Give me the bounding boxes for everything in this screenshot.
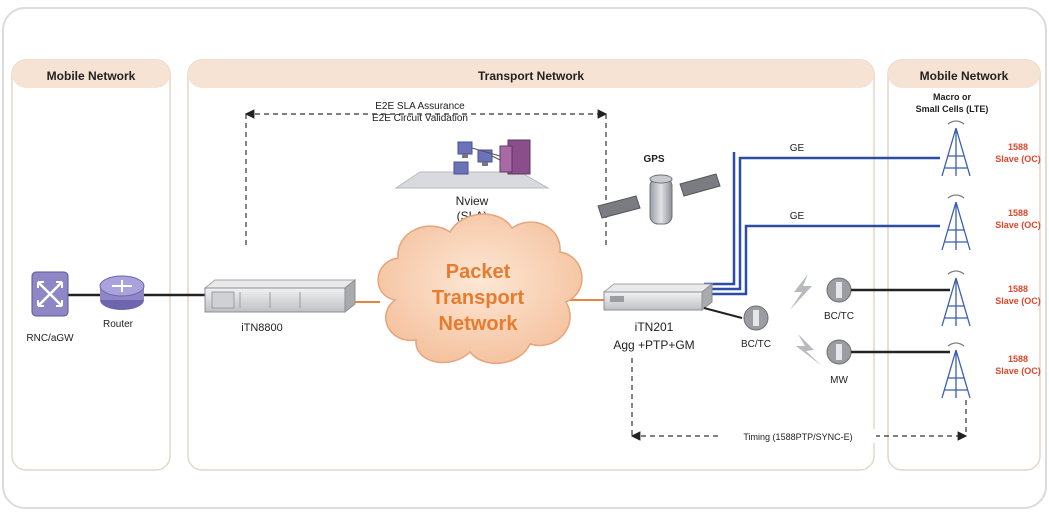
nview-label-line1: Nview [456, 194, 489, 208]
sla-label-line2: E2E Circuit Validation [372, 113, 468, 124]
cell-tower-4-icon [941, 342, 971, 399]
slave-2-line1: 1588 [1008, 208, 1028, 218]
bctc-a-link [703, 307, 743, 319]
timing-label-bg [720, 429, 876, 443]
cloud-line1: Packet [446, 261, 511, 283]
cells-header-line1: Macro or [933, 92, 972, 102]
mw-antenna-icon [826, 339, 852, 365]
router-label: Router [103, 319, 134, 330]
itn201-label-line2: Agg +PTP+GM [613, 338, 694, 352]
zone-right-mobile: Mobile Network [887, 59, 1041, 471]
slave-1-line1: 1588 [1008, 142, 1028, 152]
slave-4-line1: 1588 [1008, 354, 1028, 364]
ge-label-2: GE [790, 211, 805, 222]
cell-tower-3-icon [941, 270, 971, 327]
bctc-b-label: BC/TC [824, 311, 854, 322]
rnc-agw-icon [31, 271, 69, 317]
bctc-a-label: BC/TC [741, 339, 771, 350]
cell-tower-1-icon [941, 120, 971, 177]
zone-left-mobile: Mobile Network [11, 59, 171, 471]
bctc-b-antenna-icon [826, 277, 852, 303]
itn8800-device-icon [203, 278, 357, 314]
mw-label: MW [830, 375, 848, 386]
router-icon [99, 275, 145, 310]
ge-label-1: GE [790, 143, 805, 154]
timing-label: Timing (1588PTP/SYNC-E) [743, 432, 852, 442]
zone-left-title: Mobile Network [47, 69, 136, 83]
bctc-a-antenna-icon [743, 305, 769, 331]
nview-workstation-icon [394, 139, 550, 189]
cells-header-line2: Small Cells (LTE) [916, 104, 989, 114]
cloud-line3: Network [439, 313, 519, 335]
sla-label-line1: E2E SLA Assurance [375, 101, 465, 112]
gps-satellite-icon [597, 173, 721, 225]
ge-links [704, 152, 940, 296]
zone-transport-title: Transport Network [478, 69, 584, 83]
itn201-device-icon [602, 282, 714, 312]
slave-1-line2: Slave (OC) [995, 154, 1041, 164]
itn8800-label: iTN8800 [241, 322, 283, 334]
wireless-lightning-icons [790, 274, 822, 366]
slave-3-line2: Slave (OC) [995, 296, 1041, 306]
radio-links [851, 288, 950, 354]
slave-3-line1: 1588 [1008, 284, 1028, 294]
slave-4-line2: Slave (OC) [995, 366, 1041, 376]
cloud-line2: Transport [432, 287, 525, 309]
sla-bracket [244, 109, 608, 246]
rnc-label: RNC/aGW [26, 333, 74, 344]
itn201-label-line1: iTN201 [635, 320, 674, 334]
gps-label: GPS [643, 154, 664, 165]
slave-2-line2: Slave (OC) [995, 220, 1041, 230]
packet-cloud [377, 213, 583, 365]
cell-tower-2-icon [941, 194, 971, 251]
zone-right-title: Mobile Network [920, 69, 1009, 83]
